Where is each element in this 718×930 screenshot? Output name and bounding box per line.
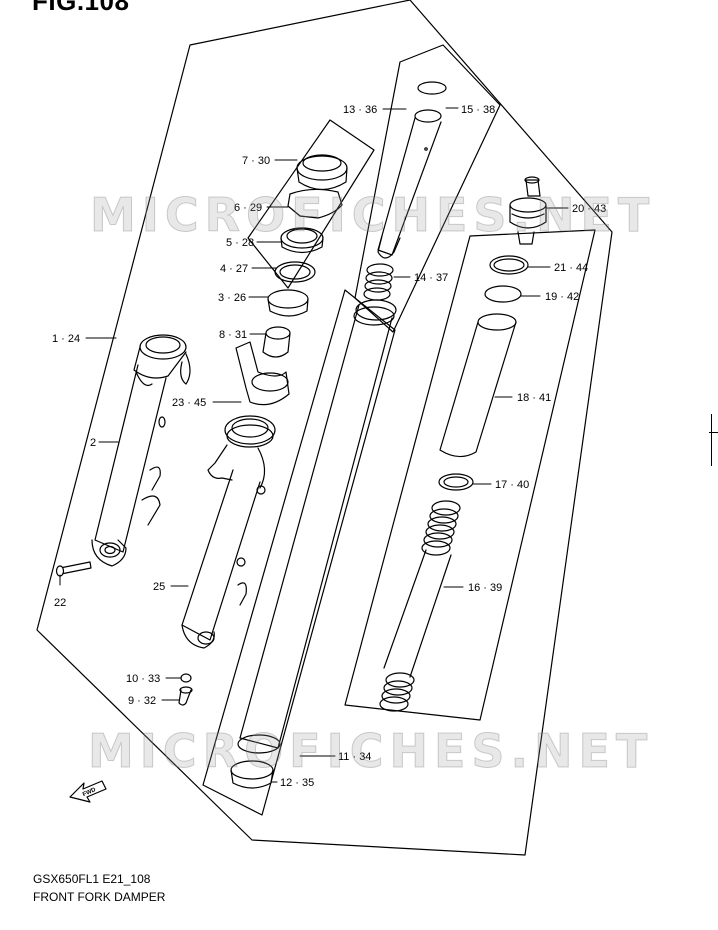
callout-22: 22 (54, 597, 66, 609)
callout-8-31: 8 · 31 (219, 329, 247, 341)
callout-labels: 13 · 36 15 · 38 7 · 30 6 · 29 5 · 28 4 ·… (52, 104, 606, 798)
callout-10-33: 10 · 33 (126, 673, 160, 685)
callout-11-34: 11 · 34 (338, 751, 371, 763)
callout-19-42: 19 · 42 (545, 291, 579, 303)
callout-25: 25 (153, 581, 165, 593)
callout-16-39: 16 · 39 (468, 582, 502, 594)
oil-seal-5-28 (280, 227, 324, 254)
callout-13-36: 13 · 36 (343, 104, 377, 116)
washer-17-40 (438, 473, 474, 491)
outer-tube-right (181, 415, 276, 649)
o-ring-21-44 (489, 255, 529, 275)
seal-group-frame (247, 119, 375, 289)
outer-tube-left (91, 334, 191, 567)
damper-rod-frame (354, 44, 501, 333)
callout-3-26: 3 · 26 (218, 292, 246, 304)
callout-6-29: 6 · 29 (234, 202, 262, 214)
cap-bolt-20-43 (509, 176, 547, 245)
callout-12-35: 12 · 35 (280, 777, 314, 789)
washer-4-27 (274, 261, 316, 283)
stopper-ring-6-29 (287, 188, 343, 219)
spacer-18-41 (439, 313, 517, 458)
bushing-3-26 (267, 289, 309, 317)
washer-10-33 (180, 673, 192, 683)
page-edge-mark-tick (709, 432, 718, 433)
page-edge-mark (711, 414, 712, 466)
callout-15-38: 15 · 38 (461, 104, 495, 116)
fork-spring-16-39 (379, 500, 461, 712)
callout-17-40: 17 · 40 (495, 479, 529, 491)
figure-name-caption: FRONT FORK DAMPER (33, 890, 166, 904)
rebound-spring-14-37 (363, 263, 394, 301)
callout-2: 2 (90, 437, 96, 449)
callout-7-30: 7 · 30 (242, 155, 270, 167)
callout-18-41: 18 · 41 (517, 392, 551, 404)
figure-title: FIG.108 (32, 0, 130, 16)
callout-14-37: 14 · 37 (414, 272, 448, 284)
washer-19-42 (484, 285, 522, 303)
dust-seal-7-30 (296, 154, 348, 191)
leader-lines (59, 107, 569, 783)
callout-23-45: 23 · 45 (172, 397, 206, 409)
outer-assembly-frame (36, 0, 613, 856)
callout-4-27: 4 · 27 (220, 263, 248, 275)
callout-21-44: 21 · 44 (554, 262, 588, 274)
damper-rod-13-36 (377, 81, 447, 259)
fwd-label: FWD (82, 787, 98, 798)
fwd-arrow-icon (69, 780, 107, 803)
bushing-8-31 (262, 326, 291, 358)
bolt-9-32 (178, 686, 193, 706)
inner-tube-11-34 (237, 299, 397, 754)
guide-23-45 (235, 341, 290, 406)
bolt-22 (55, 561, 92, 577)
callout-20-43: 20 · 43 (572, 203, 606, 215)
callout-9-32: 9 · 32 (128, 695, 156, 707)
spring-group-frame (344, 229, 596, 721)
model-code-caption: GSX650FL1 E21_108 (33, 872, 151, 886)
inner-tube-frame (202, 289, 396, 816)
bushing-12-35 (230, 760, 274, 789)
callout-5-28: 5 · 28 (226, 237, 254, 249)
callout-1-24: 1 · 24 (52, 333, 80, 345)
